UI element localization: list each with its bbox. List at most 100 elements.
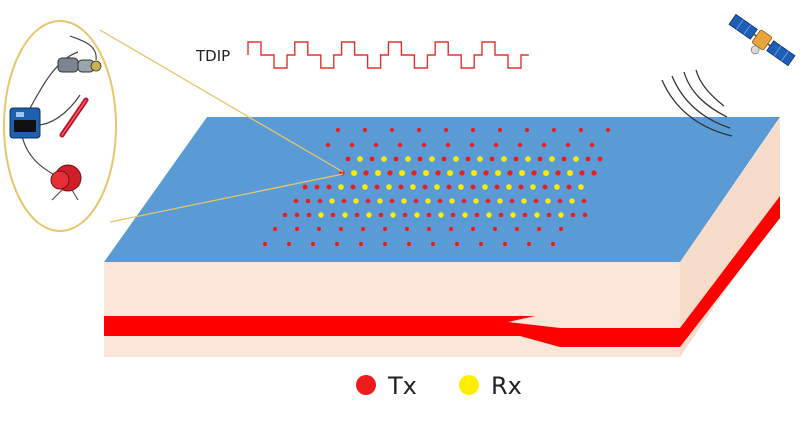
rx-electrode	[471, 170, 477, 176]
tx-electrode	[497, 127, 503, 133]
rx-electrode	[377, 198, 383, 204]
rx-electrode	[495, 170, 501, 176]
tx-electrode	[494, 184, 500, 190]
rx-electrode	[401, 198, 407, 204]
tx-electrode	[459, 170, 465, 176]
rx-electrode	[534, 212, 540, 218]
rx-electrode	[573, 156, 579, 162]
rx-electrode	[567, 170, 573, 176]
tx-electrode	[389, 127, 395, 133]
tx-electrode	[397, 142, 403, 148]
tx-electrode	[582, 212, 588, 218]
tx-electrode	[550, 241, 556, 247]
rx-electrode	[462, 212, 468, 218]
tx-electrode	[389, 198, 395, 204]
tx-electrode	[305, 198, 311, 204]
tx-electrode	[557, 198, 563, 204]
rx-electrode	[366, 212, 372, 218]
tx-electrode	[382, 241, 388, 247]
tx-electrode	[517, 142, 523, 148]
tx-electrode	[293, 198, 299, 204]
tx-electrode	[354, 212, 360, 218]
tx-electrode	[555, 170, 561, 176]
rx-electrode	[477, 156, 483, 162]
tx-electrode	[581, 198, 587, 204]
tx-electrode	[373, 142, 379, 148]
tx-electrode	[524, 127, 530, 133]
rx-electrode	[501, 156, 507, 162]
tx-electrode	[378, 212, 384, 218]
tx-electrode	[316, 226, 322, 232]
rx-electrode	[482, 184, 488, 190]
tx-electrode	[513, 156, 519, 162]
rx-electrode	[554, 184, 560, 190]
tx-electrode	[591, 170, 597, 176]
tx-electrode	[493, 142, 499, 148]
rx-electrode	[375, 170, 381, 176]
tx-electrode	[514, 226, 520, 232]
block-top-surface	[104, 117, 780, 262]
rx-electrode	[558, 212, 564, 218]
tx-electrode	[435, 170, 441, 176]
legend-tx-label: Tx	[387, 372, 417, 400]
tx-electrode	[398, 184, 404, 190]
tx-electrode	[489, 156, 495, 162]
tx-electrode	[302, 184, 308, 190]
rx-electrode	[438, 212, 444, 218]
tx-electrode	[585, 156, 591, 162]
tx-electrode	[286, 241, 292, 247]
tx-electrode	[531, 170, 537, 176]
electrode-grid	[262, 127, 611, 247]
tx-electrode	[411, 170, 417, 176]
tx-electrode	[330, 212, 336, 218]
rx-electrode	[386, 184, 392, 190]
rx-electrode	[543, 170, 549, 176]
rx-electrode	[458, 184, 464, 190]
rx-electrode	[486, 212, 492, 218]
tx-electrode	[334, 241, 340, 247]
rx-electrode	[510, 212, 516, 218]
rx-electrode	[449, 198, 455, 204]
tx-electrode	[360, 226, 366, 232]
signal-waves-icon	[661, 69, 733, 137]
tx-electrode	[345, 156, 351, 162]
legend-rx-label: Rx	[491, 372, 522, 400]
tx-electrode	[522, 212, 528, 218]
tx-electrode	[518, 184, 524, 190]
tx-electrode	[363, 170, 369, 176]
rx-electrode	[497, 198, 503, 204]
tx-electrode	[465, 156, 471, 162]
tx-electrode	[421, 142, 427, 148]
rx-electrode	[414, 212, 420, 218]
tx-electrode	[470, 226, 476, 232]
rx-electrode	[410, 184, 416, 190]
rx-electrode	[425, 198, 431, 204]
tx-electrode	[404, 226, 410, 232]
tx-electrode	[365, 198, 371, 204]
tx-electrode	[537, 156, 543, 162]
tx-electrode	[454, 241, 460, 247]
tx-electrode	[282, 212, 288, 218]
tx-electrode	[526, 241, 532, 247]
tx-electrode	[382, 226, 388, 232]
rx-electrode	[342, 212, 348, 218]
rx-electrode	[525, 156, 531, 162]
rx-electrode	[390, 212, 396, 218]
tx-electrode	[426, 226, 432, 232]
tx-electrode	[430, 241, 436, 247]
rx-electrode	[434, 184, 440, 190]
tx-electrode	[536, 226, 542, 232]
satellite-icon	[728, 13, 796, 67]
rx-electrode	[357, 156, 363, 162]
tx-electrode	[358, 241, 364, 247]
rx-electrode	[351, 170, 357, 176]
rx-electrode	[569, 198, 575, 204]
tx-electrode	[605, 127, 611, 133]
tx-electrode	[294, 226, 300, 232]
tx-electrode	[483, 170, 489, 176]
tx-electrode	[437, 198, 443, 204]
callout-line-bottom	[109, 173, 344, 223]
tx-electrode	[310, 241, 316, 247]
rx-electrode	[429, 156, 435, 162]
